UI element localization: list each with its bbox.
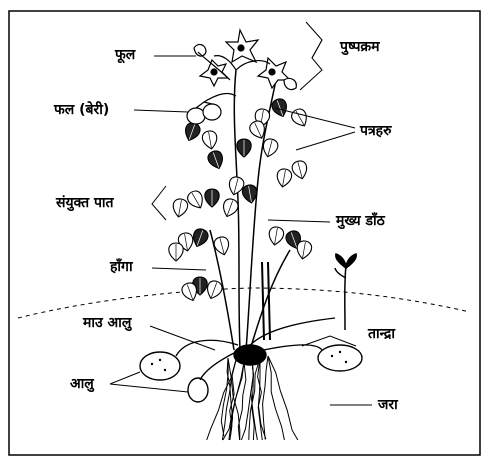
label-compound-leaf: संयुक्त पात — [56, 196, 114, 210]
fruit-2 — [203, 104, 221, 120]
label-fruit-berry: फल (बेरी) — [54, 103, 109, 117]
root-strand — [263, 356, 268, 440]
label-leaves: पत्रहरु — [360, 124, 392, 138]
label-inflorescence: पुष्पक्रम — [340, 40, 380, 54]
label-mother-tuber: माउ आलु — [83, 316, 131, 330]
soil-line — [18, 288, 470, 318]
label-tuber: आलु — [70, 377, 94, 391]
root-strand — [223, 362, 244, 440]
fruit-group — [187, 94, 236, 124]
root-group — [207, 356, 298, 440]
label-main-stem: मुख्य डाँठ — [336, 214, 385, 228]
root-strand — [258, 358, 266, 439]
tuber-right — [318, 345, 362, 371]
label-flower: फूल — [115, 48, 135, 62]
fruit-1 — [187, 108, 205, 124]
tuber-left — [140, 352, 180, 380]
label-stolon: तान्द्रा — [368, 327, 395, 341]
label-branch: हाँगा — [110, 260, 133, 274]
root-strand — [268, 356, 284, 440]
tuber-small — [188, 378, 208, 402]
label-root: जरा — [378, 398, 398, 412]
leaf-group — [169, 97, 313, 303]
flower-group — [194, 30, 296, 90]
mother-tuber-drawing — [234, 345, 266, 365]
flower-bud-2 — [284, 78, 296, 89]
